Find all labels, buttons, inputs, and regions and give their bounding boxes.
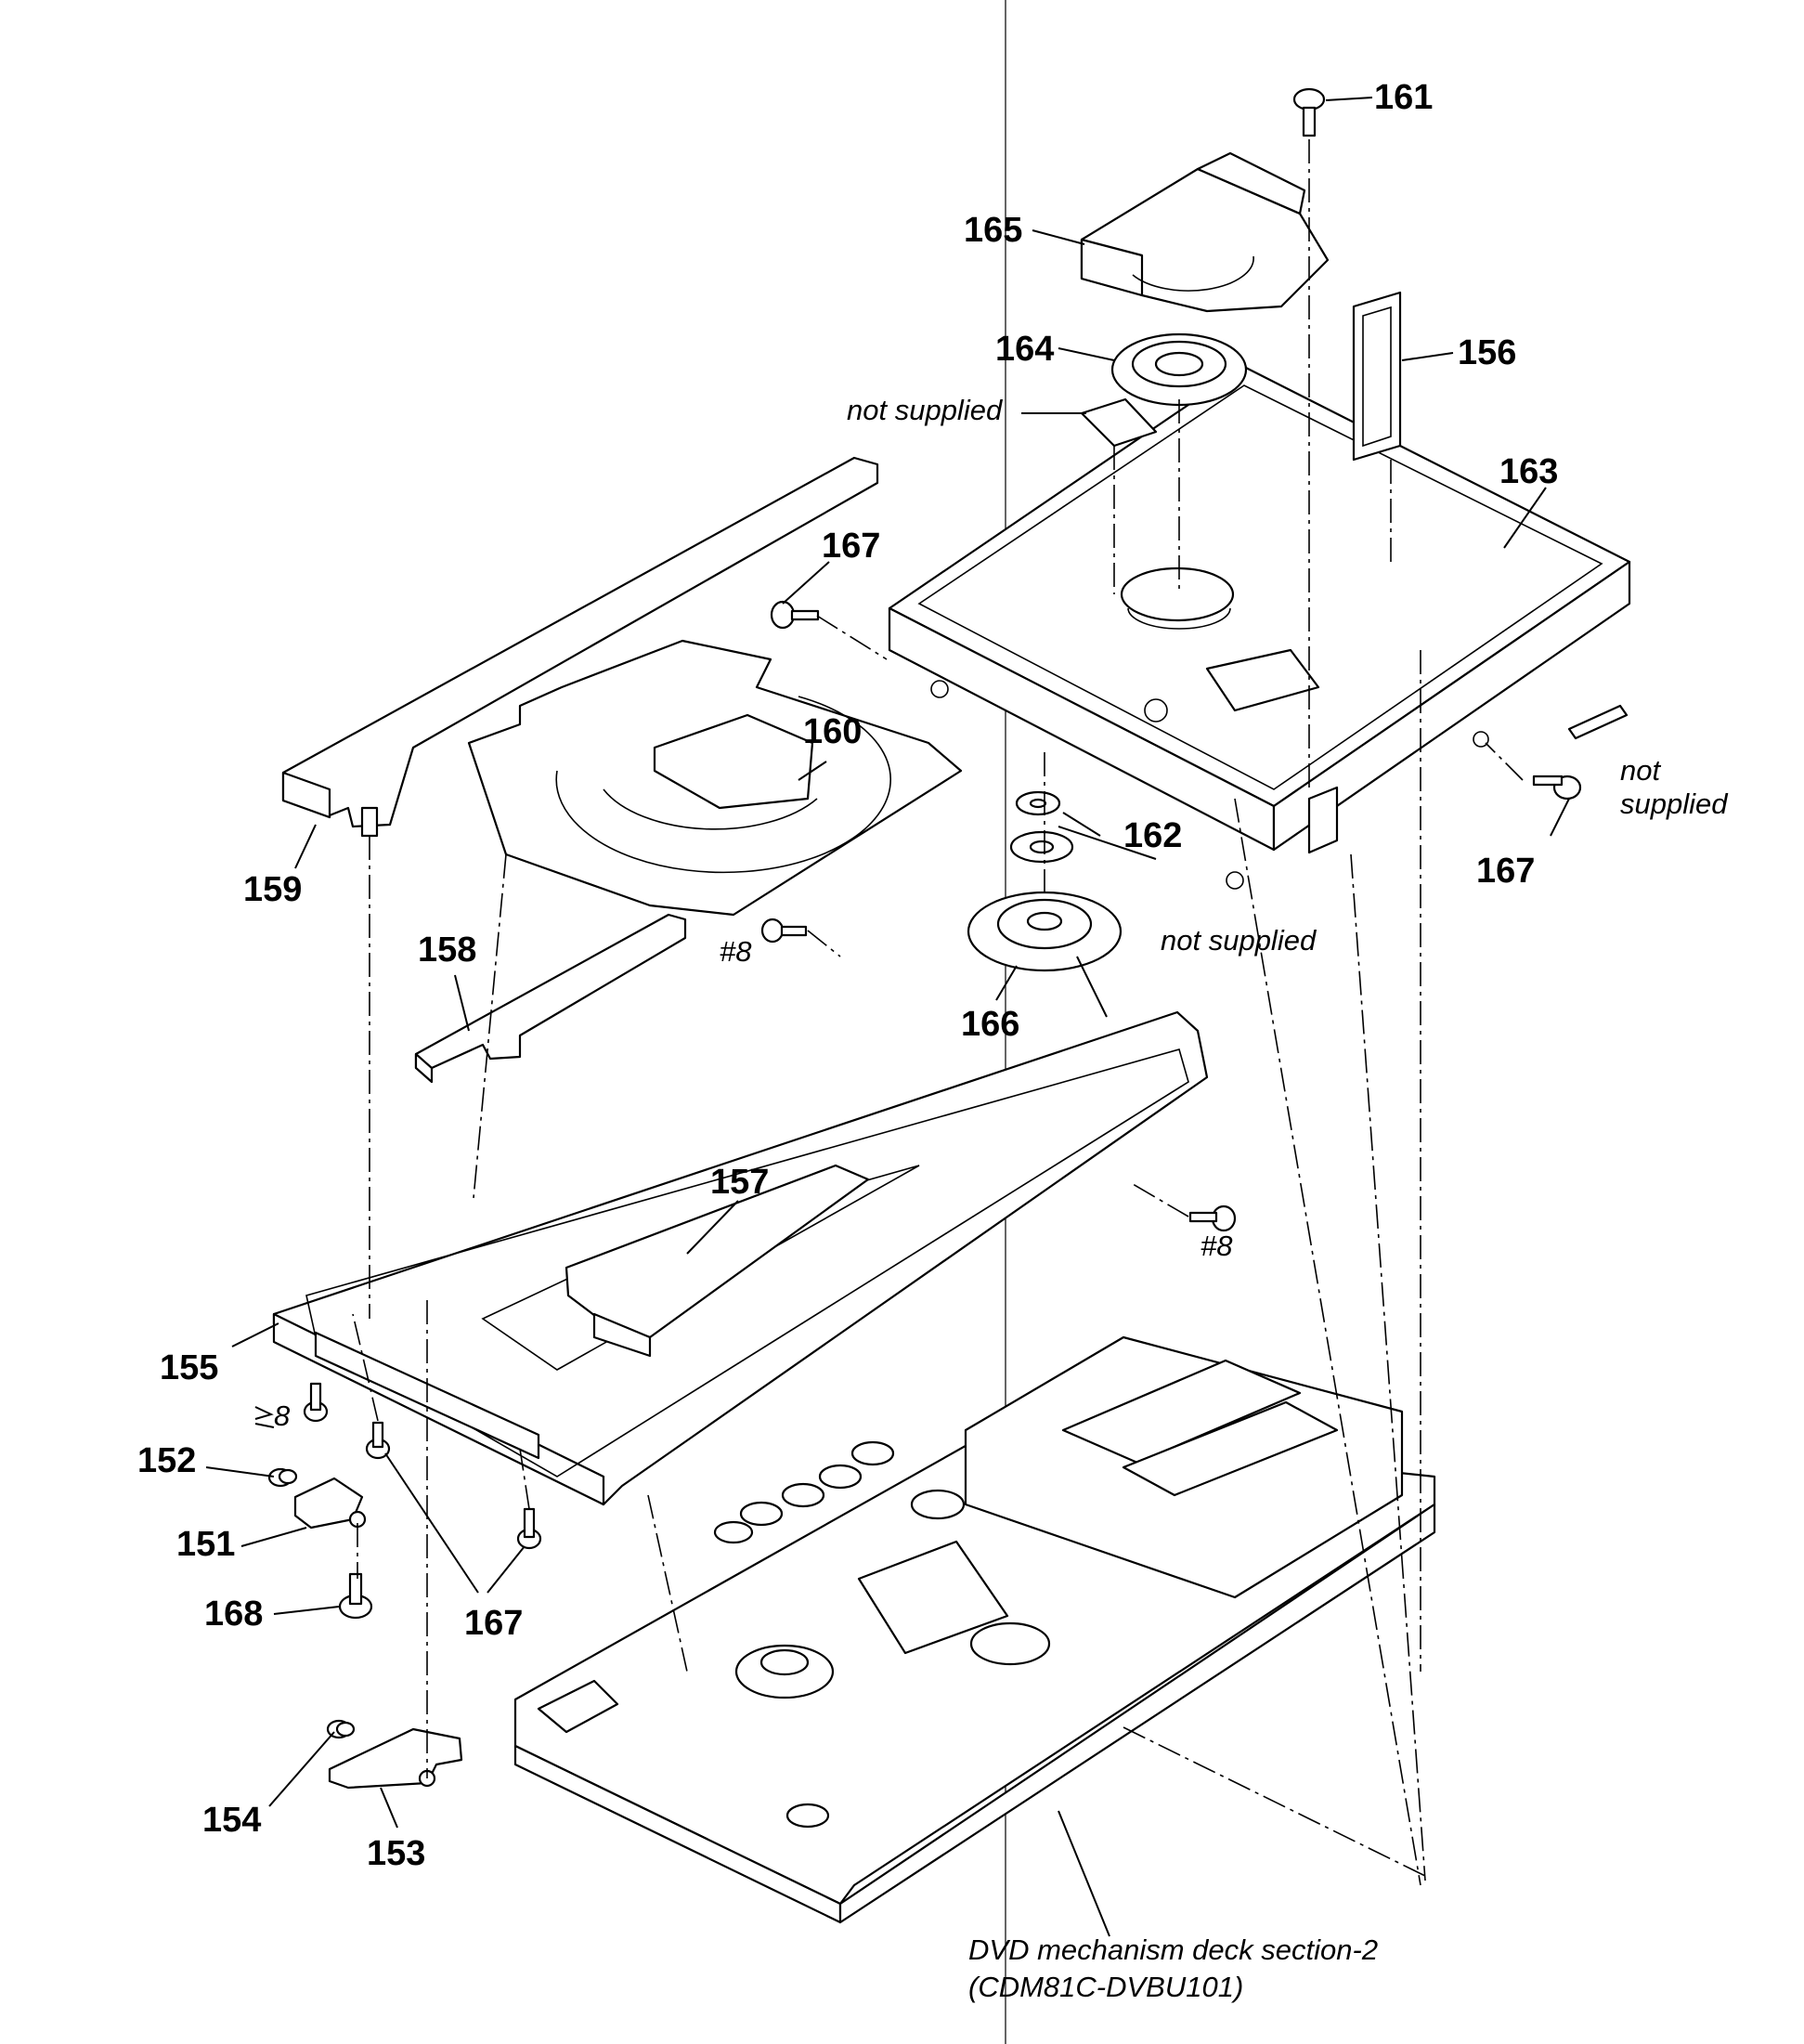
label-158: 158 bbox=[418, 931, 476, 970]
screw-8-upper bbox=[760, 918, 808, 944]
label-163: 163 bbox=[1499, 452, 1558, 491]
part-168-screw bbox=[338, 1572, 373, 1620]
part-152-spring bbox=[267, 1467, 298, 1488]
label-157: 157 bbox=[710, 1163, 769, 1202]
label-167-lower: 167 bbox=[464, 1604, 523, 1643]
part-159-rail bbox=[281, 456, 879, 838]
caption-line1: DVD mechanism deck section-2 bbox=[968, 1933, 1378, 1966]
part-160-tray bbox=[467, 639, 963, 917]
notes: not supplied not supplied not supplied bbox=[847, 394, 1729, 957]
part-164-clamp bbox=[1110, 332, 1248, 407]
part-labels: 161 165 164 156 163 167 160 162 167 159 … bbox=[137, 78, 1558, 1873]
label-160: 160 bbox=[803, 712, 862, 751]
alignment-lines bbox=[352, 139, 1524, 1886]
part-158-slider bbox=[414, 913, 687, 1084]
label-167-upper: 167 bbox=[822, 527, 880, 566]
part-163-frame bbox=[888, 365, 1631, 890]
part-167-screw-upper-left bbox=[770, 600, 820, 630]
safety-mark-icon bbox=[254, 1406, 275, 1428]
screw-8-right bbox=[1188, 1204, 1237, 1232]
label-161: 161 bbox=[1374, 78, 1433, 117]
caption-line2: (CDM81C-DVBU101) bbox=[968, 1971, 1243, 2003]
note-not-supplied-mid: not supplied bbox=[1161, 924, 1317, 957]
part-167-screw-left bbox=[365, 1421, 391, 1460]
part-166-pulley bbox=[967, 891, 1123, 972]
leader-lines bbox=[205, 97, 1570, 1937]
note-not-supplied-right-line1: not bbox=[1620, 754, 1661, 787]
not-supplied-sheet-top bbox=[1080, 397, 1158, 448]
part-161-screw bbox=[1292, 87, 1326, 137]
label-159: 159 bbox=[243, 870, 302, 909]
part-167-screw-right bbox=[1532, 775, 1582, 801]
label-168: 168 bbox=[204, 1595, 263, 1634]
note-not-supplied-top: not supplied bbox=[847, 394, 1004, 426]
part-165-bracket bbox=[1080, 151, 1330, 313]
note-not-supplied-right-line2: supplied bbox=[1620, 788, 1729, 820]
label-162: 162 bbox=[1123, 816, 1182, 855]
caption: DVD mechanism deck section-2 (CDM81C-DVB… bbox=[968, 1933, 1378, 2003]
not-supplied-sheet-right bbox=[1567, 704, 1629, 740]
screw-mark-8-left: 8 bbox=[274, 1400, 291, 1432]
label-151: 151 bbox=[176, 1525, 235, 1564]
part-156-plate bbox=[1352, 291, 1402, 462]
label-165: 165 bbox=[964, 211, 1022, 250]
label-164: 164 bbox=[995, 330, 1054, 369]
label-152: 152 bbox=[137, 1441, 196, 1480]
label-155: 155 bbox=[160, 1348, 218, 1387]
screw-mark-8-upper: #8 bbox=[720, 935, 752, 968]
label-167-right: 167 bbox=[1476, 852, 1535, 891]
part-154-spring bbox=[326, 1719, 356, 1739]
screw-s8 bbox=[303, 1382, 329, 1423]
part-153-lever bbox=[328, 1727, 463, 1790]
label-153: 153 bbox=[367, 1834, 425, 1873]
label-154: 154 bbox=[202, 1801, 261, 1840]
part-167-screw-mid bbox=[516, 1507, 542, 1550]
label-156: 156 bbox=[1458, 333, 1516, 372]
dvd-mechanism-deck bbox=[513, 1335, 1436, 1924]
part-151-lever bbox=[293, 1477, 367, 1530]
part-162-washers bbox=[1009, 790, 1074, 864]
label-166: 166 bbox=[961, 1005, 1019, 1044]
screw-mark-8-right: #8 bbox=[1201, 1230, 1233, 1262]
